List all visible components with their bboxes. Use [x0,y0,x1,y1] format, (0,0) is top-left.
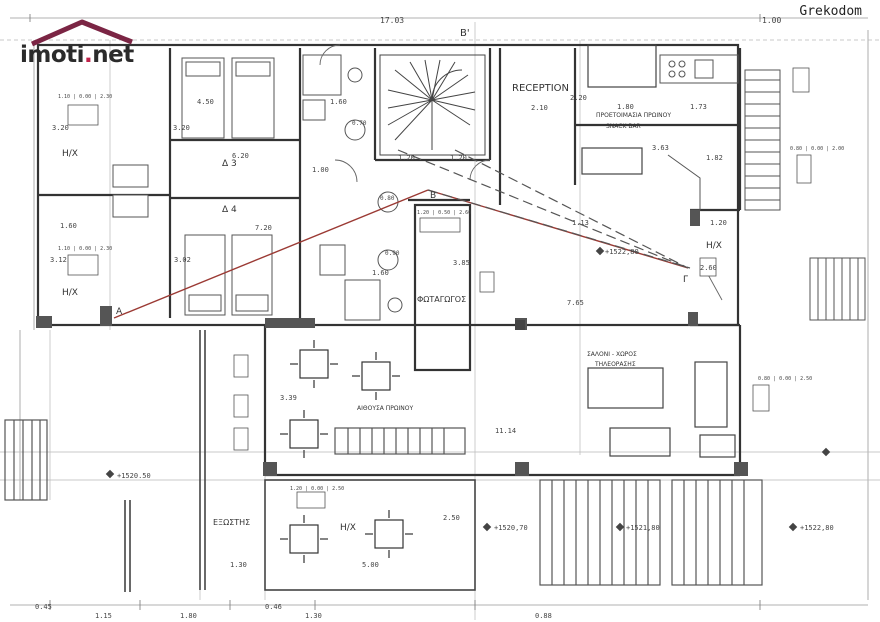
elevation-e5: +1522,80 [605,248,639,256]
room-lounge: ΣΑΛΟΝΙ - ΧΩΡΟΣ [587,351,637,358]
room-breakfast-hall: ΑΙΘΟΥΣΑ ΠΡΩΙΝΟΥ [357,405,413,412]
dim-720: 7.20 [255,224,272,232]
elevation-e2: +1520,70 [494,524,528,532]
window-tag-3: 1.20 | 0.50 | 2.60 [417,210,471,216]
dim-302: 3.02 [174,256,191,264]
wall-blocks [36,210,748,476]
dining-tables [280,340,413,563]
kitchen [659,54,739,211]
window-tag-5: 1.20 | 0.00 | 2.50 [290,486,344,492]
window-tag-boxes [67,67,812,509]
dim-100: 1.00 [312,166,329,174]
dim-363: 3.63 [652,144,669,152]
dim-220: 2.20 [570,94,587,102]
dim-173: 1.73 [690,103,707,111]
dim-090: 0.90 [385,250,400,257]
dim-320b: 3.20 [173,124,190,132]
dim-045a: 0.45 [35,603,52,611]
dim-120c: 1.20 [710,219,727,227]
dim-113: 1.13 [572,219,589,227]
room-d4: Δ 4 [222,205,237,215]
dim-130: 1.30 [230,561,247,569]
room-snack-bar: SNACK BAR [606,123,641,130]
bathrooms [302,54,403,321]
room-outdoor: ΕΞΩΣΤΗΣ [213,518,250,527]
dim-765: 7.65 [567,299,584,307]
dim-180b: 1.80 [180,612,197,620]
watermark-text: Grekodom [799,4,862,19]
window-tag-6: 0.80 | 0.00 | 2.00 [790,146,844,152]
window-tag-4: 0.80 | 0.00 | 2.50 [758,376,812,382]
section-mark: B' [460,28,470,39]
room-hx-top-left: Η/Χ [62,149,78,159]
dim-385: 3.85 [453,259,470,267]
dim-250: 2.50 [443,514,460,522]
dim-1114: 11.14 [495,427,516,435]
dim-120a: 1.20 [398,154,415,162]
logo-roof-icon [30,19,133,47]
marker-b: B [430,191,436,201]
logo-wordmark: imoti.net [20,42,134,68]
marker-a: A [116,307,123,317]
dim-182: 1.82 [706,154,723,162]
dim-620: 6.20 [232,152,249,160]
room-reception: RECEPTION [512,83,569,94]
dim-045b: 0.46 [265,603,282,611]
dim-160c: 1.60 [372,269,389,277]
dim-260: 2.60 [700,264,717,272]
dim-180: 1.80 [617,103,634,111]
lounge-furniture [581,44,736,458]
room-lightwell: ΦΩΤΑΓΩΓΟΣ [417,295,466,304]
room-hx-mid-left: Η/Χ [62,288,78,298]
dim-160b: 1.60 [330,98,347,106]
section-lines-dashed [397,149,691,269]
window-tag-1: 1.10 | 0.00 | 2.30 [58,94,112,100]
dim-080: 0.80 [380,195,395,202]
beds [112,57,275,316]
exterior-stairs-right [744,69,866,321]
dim-210: 2.10 [531,104,548,112]
marker-g: Γ [683,275,688,285]
dim-088: 0.88 [535,612,552,620]
room-tv: ΤΗΛΕΟΡΑΣΗΣ [594,361,636,368]
dim-070: 0.70 [352,120,367,127]
dim-160a: 1.60 [60,222,77,230]
elevation-e1: +1520.50 [117,472,151,480]
dim-339: 3.39 [280,394,297,402]
level-markers [105,246,831,532]
logo-text-main: imoti [20,42,85,68]
dim-500: 5.00 [362,561,379,569]
room-hx-bottom: Η/Χ [340,523,356,533]
dim-115: 1.15 [95,612,112,620]
imoti-logo: imoti.net [18,18,158,76]
dim-120b: 1.20 [450,154,467,162]
staircase [379,54,486,156]
logo-text-tld: net [92,42,134,68]
window-tag-2: 1.10 | 0.00 | 2.30 [58,246,112,252]
top-dimension: 17.03 [380,16,404,25]
dim-450: 4.50 [197,98,214,106]
elevation-e4: +1522,80 [800,524,834,532]
logo-text-dot: . [84,42,93,68]
elevation-e3: +1521,80 [626,524,660,532]
room-hx-right: Η/Χ [706,241,722,251]
grid-lines [0,22,880,620]
room-breakfast-prep: ΠΡΟΕΤΟΙΜΑΣΙΑ ΠΡΩΙΝΟΥ [596,112,671,119]
exterior-stairs-bottom [4,419,763,586]
frame-lines [10,17,869,606]
dim-312: 3.12 [50,256,67,264]
scale-note: 1.00 [762,16,781,25]
dim-320a: 3.20 [52,124,69,132]
dimension-ticks [29,14,761,610]
room-d3: Δ 3 [222,159,237,169]
balcony [124,330,476,592]
dim-130b: 1.30 [305,612,322,620]
